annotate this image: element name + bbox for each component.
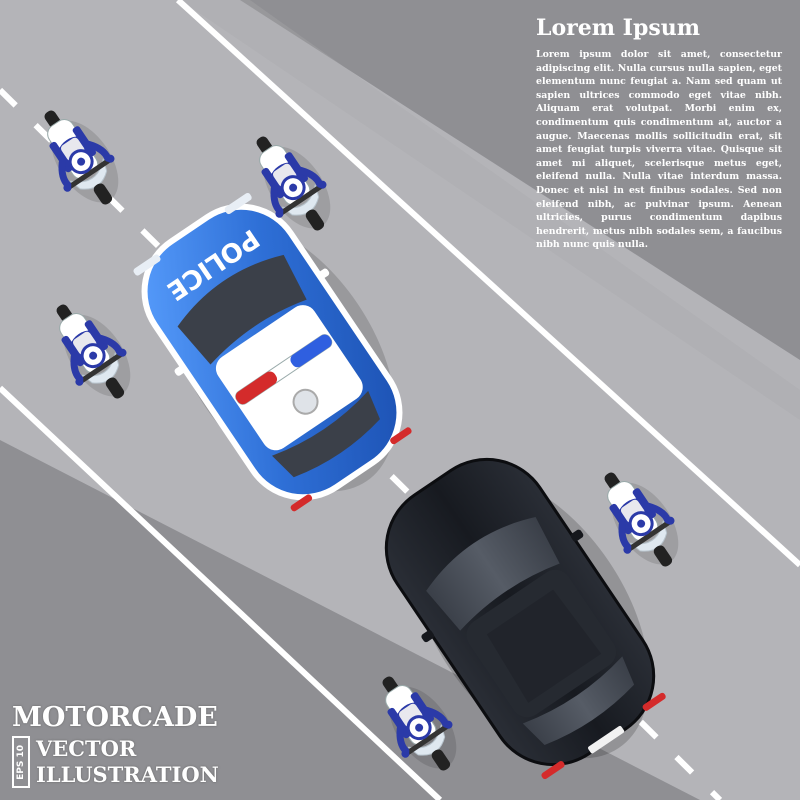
text-title: Lorem Ipsum: [536, 15, 701, 41]
caption-lines: VECTOR ILLUSTRATION: [36, 736, 219, 788]
text-body: Lorem ipsum dolor sit amet, consectetur …: [536, 49, 782, 251]
lane-line-right: [175, 0, 800, 568]
caption-line-vector: VECTOR: [36, 736, 137, 761]
eps-badge: EPS 10: [12, 736, 30, 788]
caption-title: MOTORCADE: [12, 702, 218, 733]
caption: MOTORCADE EPS 10 VECTOR ILLUSTRATION: [12, 702, 219, 788]
police-car: POLICE: [133, 192, 412, 512]
eps-badge-label: EPS 10: [16, 744, 26, 780]
caption-row: EPS 10 VECTOR ILLUSTRATION: [12, 736, 219, 788]
lane-line-left: [0, 385, 443, 800]
black-sedan: [384, 457, 666, 780]
caption-line-illustration: ILLUSTRATION: [36, 762, 219, 787]
text-panel: Lorem Ipsum Lorem ipsum dolor sit amet, …: [536, 14, 782, 252]
